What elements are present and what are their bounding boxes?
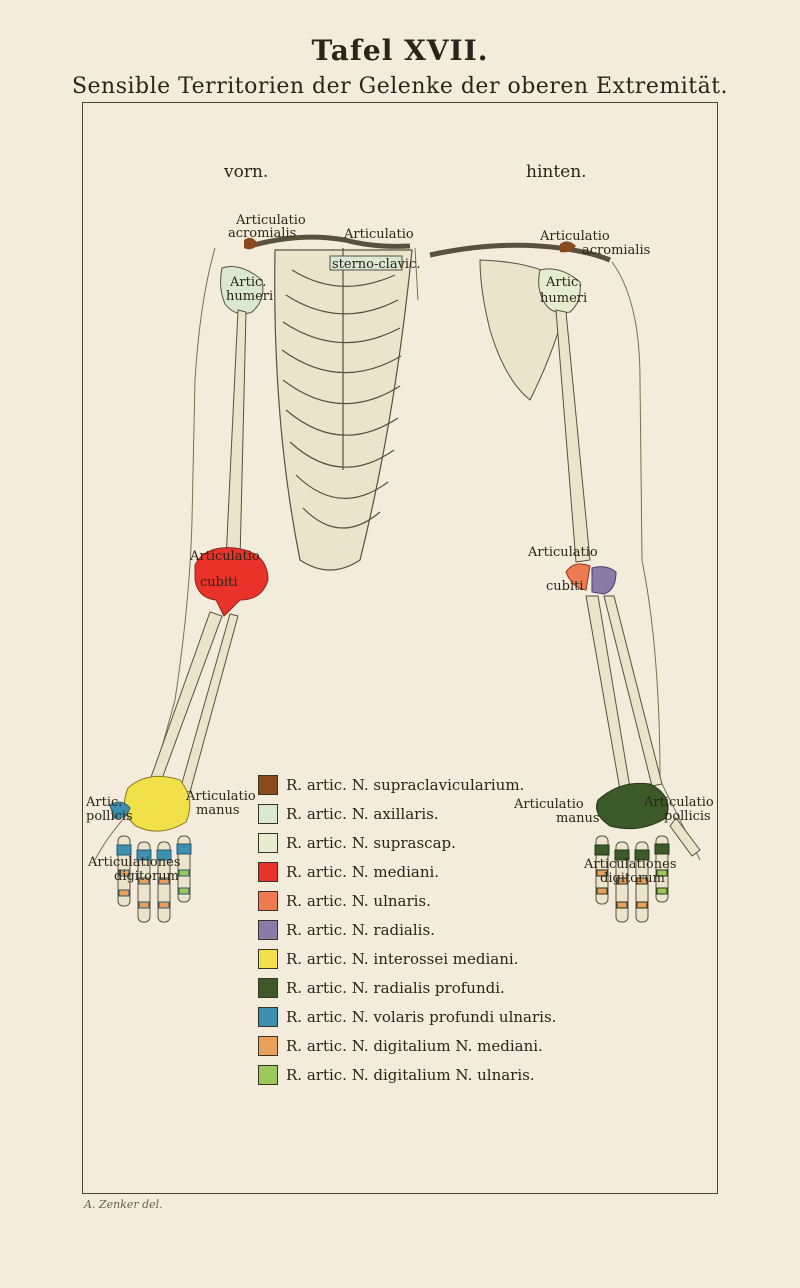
label-pollicis-front-1: Artic. [86, 795, 123, 810]
label-acromialis-front-2: acromialis [228, 226, 297, 241]
back-clavicle [429, 242, 611, 263]
label-manus-back-1: Articulatio [514, 797, 584, 812]
label-sternoclav-2: sterno-clavic. [332, 257, 421, 272]
legend-item: R. artic. N. radialis profundi. [258, 973, 556, 1002]
back-shoulder-joint [538, 268, 581, 314]
back-acromial-zone [560, 241, 576, 253]
back-wrist-territory [596, 782, 669, 830]
nerve-legend: R. artic. N. supraclavicularium. R. artic… [258, 770, 556, 1089]
legend-swatch [258, 948, 278, 969]
label-digitorum-front-1: Articulationes [88, 855, 181, 870]
legend-item: R. artic. N. ulnaris. [258, 886, 556, 915]
label-digitorum-back-1: Articulationes [584, 857, 677, 872]
legend-item: R. artic. N. interossei mediani. [258, 944, 556, 973]
label-acromialis-back-2: acromialis [582, 243, 651, 258]
label-sternoclav-1: Articulatio [344, 227, 414, 242]
legend-label: R. artic. N. digitalium N. ulnaris. [286, 1065, 535, 1084]
legend-swatch [258, 890, 278, 911]
legend-label: R. artic. N. axillaris. [286, 804, 439, 823]
legend-item: R. artic. N. suprascap. [258, 828, 556, 857]
legend-item: R. artic. N. volaris profundi ulnaris. [258, 1002, 556, 1031]
legend-item: R. artic. N. axillaris. [258, 799, 556, 828]
legend-label: R. artic. N. digitalium N. mediani. [286, 1036, 543, 1055]
legend-label: R. artic. N. supraclavicularium. [286, 775, 525, 794]
back-humerus [555, 309, 591, 563]
legend-swatch [258, 774, 278, 795]
label-digitorum-back-2: digitorum [600, 871, 665, 886]
front-finger-joints [116, 843, 192, 909]
label-manus-back-2: manus [556, 811, 600, 826]
label-cubiti-front-1: Articulatio [190, 549, 260, 564]
legend-label: R. artic. N. ulnaris. [286, 891, 431, 910]
back-elbow-radial [591, 566, 617, 595]
view-back-heading: hinten. [526, 162, 587, 182]
legend-swatch [258, 1064, 278, 1085]
legend-label: R. artic. N. mediani. [286, 862, 440, 881]
legend-swatch [258, 861, 278, 882]
label-humeri-front-1: Artic. [230, 275, 267, 290]
legend-swatch [258, 1006, 278, 1027]
legend-label: R. artic. N. suprascap. [286, 833, 456, 852]
front-humerus [225, 309, 247, 561]
label-humeri-front-2: humeri [226, 289, 274, 304]
front-thumb-joint [109, 801, 131, 819]
label-pollicis-front-2: pollicis [86, 809, 133, 824]
legend-item: R. artic. N. supraclavicularium. [258, 770, 556, 799]
legend-label: R. artic. N. radialis. [286, 920, 435, 939]
legend-swatch [258, 1035, 278, 1056]
front-ribcage [274, 248, 413, 571]
label-digitorum-front-2: digitorum [114, 869, 179, 884]
legend-item: R. artic. N. digitalium N. mediani. [258, 1031, 556, 1060]
front-ulna [179, 613, 239, 793]
front-shoulder-joint [220, 266, 264, 315]
back-body-outline [611, 261, 701, 861]
legend-swatch [258, 919, 278, 940]
label-manus-front-1: Articulatio [186, 789, 256, 804]
back-finger-joints [594, 843, 670, 909]
label-acromialis-front-1: Articulatio [236, 213, 306, 228]
back-elbow-ulnar [565, 563, 591, 591]
legend-label: R. artic. N. interossei mediani. [286, 949, 519, 968]
view-front-heading: vorn. [224, 162, 269, 182]
front-body-outline [94, 247, 419, 861]
label-pollicis-back-2: pollicis [664, 809, 711, 824]
front-acromial-zone [244, 237, 258, 250]
front-wrist-territory [123, 775, 191, 832]
label-acromialis-back-1: Articulatio [540, 229, 610, 244]
label-humeri-back-2: humeri [540, 291, 588, 306]
back-ulna [603, 595, 663, 787]
legend-item: R. artic. N. digitalium N. ulnaris. [258, 1060, 556, 1089]
sternoclavicular-zone [329, 255, 403, 271]
label-humeri-back-1: Artic. [546, 275, 583, 290]
front-elbow-territory [194, 547, 269, 617]
plate-subtitle: Sensible Territorien der Gelenke der obe… [71, 74, 729, 99]
front-clavicle [249, 234, 411, 249]
artist-signature: A. Zenker del. [84, 1198, 163, 1211]
legend-label: R. artic. N. radialis profundi. [286, 978, 505, 997]
legend-swatch [258, 977, 278, 998]
label-pollicis-back-1: Articulatio [644, 795, 714, 810]
figure-frame [82, 102, 718, 1194]
label-cubiti-front-2: cubiti [200, 575, 238, 590]
legend-swatch [258, 803, 278, 824]
plate-title: Tafel XVII. [311, 34, 489, 67]
legend-label: R. artic. N. volaris profundi ulnaris. [286, 1007, 557, 1026]
label-manus-front-2: manus [196, 803, 240, 818]
label-cubiti-back-2: cubiti [546, 579, 584, 594]
legend-item: R. artic. N. mediani. [258, 857, 556, 886]
back-radius [585, 595, 631, 791]
legend-swatch [258, 832, 278, 853]
legend-item: R. artic. N. radialis. [258, 915, 556, 944]
label-cubiti-back-1: Articulatio [528, 545, 598, 560]
